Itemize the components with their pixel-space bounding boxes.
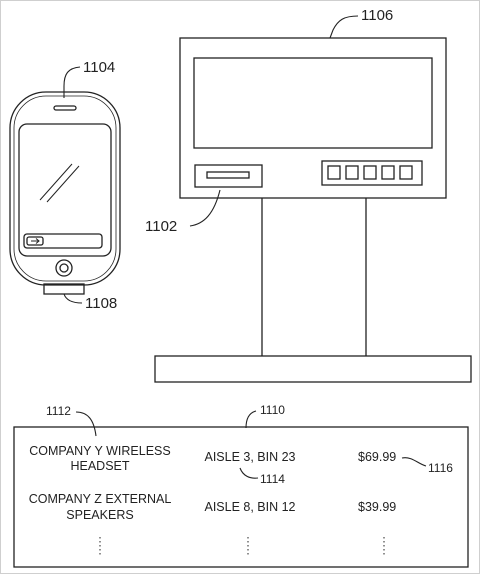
- product-name-line: SPEAKERS: [66, 508, 133, 522]
- product-name-line: COMPANY Z EXTERNAL: [29, 492, 172, 506]
- product-location: AISLE 3, BIN 23: [204, 450, 295, 464]
- mobile-device-body: [9, 91, 121, 286]
- leader-1110: [245, 410, 257, 429]
- leader-1104: [63, 66, 81, 98]
- keypad-key: [363, 165, 377, 180]
- listing-panel: [13, 426, 469, 568]
- ref-label-kiosk: 1106: [361, 7, 393, 24]
- kiosk-head: [179, 37, 447, 199]
- screen-glare-line: [46, 165, 80, 203]
- kiosk-display: [193, 57, 433, 149]
- arrow-right-icon: [31, 238, 40, 244]
- mobile-device: [9, 91, 121, 295]
- kiosk-base: [154, 355, 472, 383]
- leader-1114: [239, 467, 259, 479]
- mobile-device-speaker: [53, 105, 77, 111]
- home-button: [55, 259, 73, 277]
- keypad-key: [381, 165, 395, 180]
- ref-label-location: 1114: [260, 472, 285, 486]
- kiosk: [154, 37, 472, 383]
- leader-1108: [63, 293, 83, 304]
- leader-lines: [63, 15, 427, 479]
- leader-1112: [75, 411, 97, 437]
- mobile-device-screen: [18, 123, 112, 257]
- reader-slot: [206, 171, 250, 179]
- continuation-dots: [99, 537, 385, 555]
- home-button-inner: [59, 263, 69, 273]
- mobile-device-slider: [23, 233, 103, 249]
- ref-label-price: 1116: [428, 461, 453, 475]
- listing-row: COMPANY Z EXTERNAL SPEAKERS AISLE 8, BIN…: [29, 492, 397, 522]
- leader-1106: [329, 15, 359, 39]
- ref-label-listing: 1110: [260, 403, 285, 417]
- slider-arrow-icon: [26, 236, 44, 246]
- leader-1116: [401, 457, 427, 467]
- leader-1102: [189, 189, 221, 227]
- keypad-key: [399, 165, 413, 180]
- product-price: $69.99: [358, 450, 396, 464]
- ref-label-attachment: 1108: [85, 295, 117, 312]
- product-location: AISLE 8, BIN 12: [204, 500, 295, 514]
- kiosk-reader: [194, 164, 263, 188]
- mobile-device-bezel: [13, 95, 117, 282]
- product-name-line: COMPANY Y WIRELESS: [29, 444, 170, 458]
- product-name-line: HEADSET: [70, 459, 129, 473]
- ref-label-mobile-device: 1104: [83, 59, 115, 76]
- screen-glare-line: [39, 163, 73, 201]
- ref-label-product-column: 1112: [46, 404, 71, 418]
- product-price: $39.99: [358, 500, 396, 514]
- keypad-key: [327, 165, 341, 180]
- ref-label-reader: 1102: [145, 218, 177, 235]
- listing-row: COMPANY Y WIRELESS HEADSET AISLE 3, BIN …: [29, 444, 396, 473]
- kiosk-keypad: [321, 160, 423, 186]
- keypad-key: [345, 165, 359, 180]
